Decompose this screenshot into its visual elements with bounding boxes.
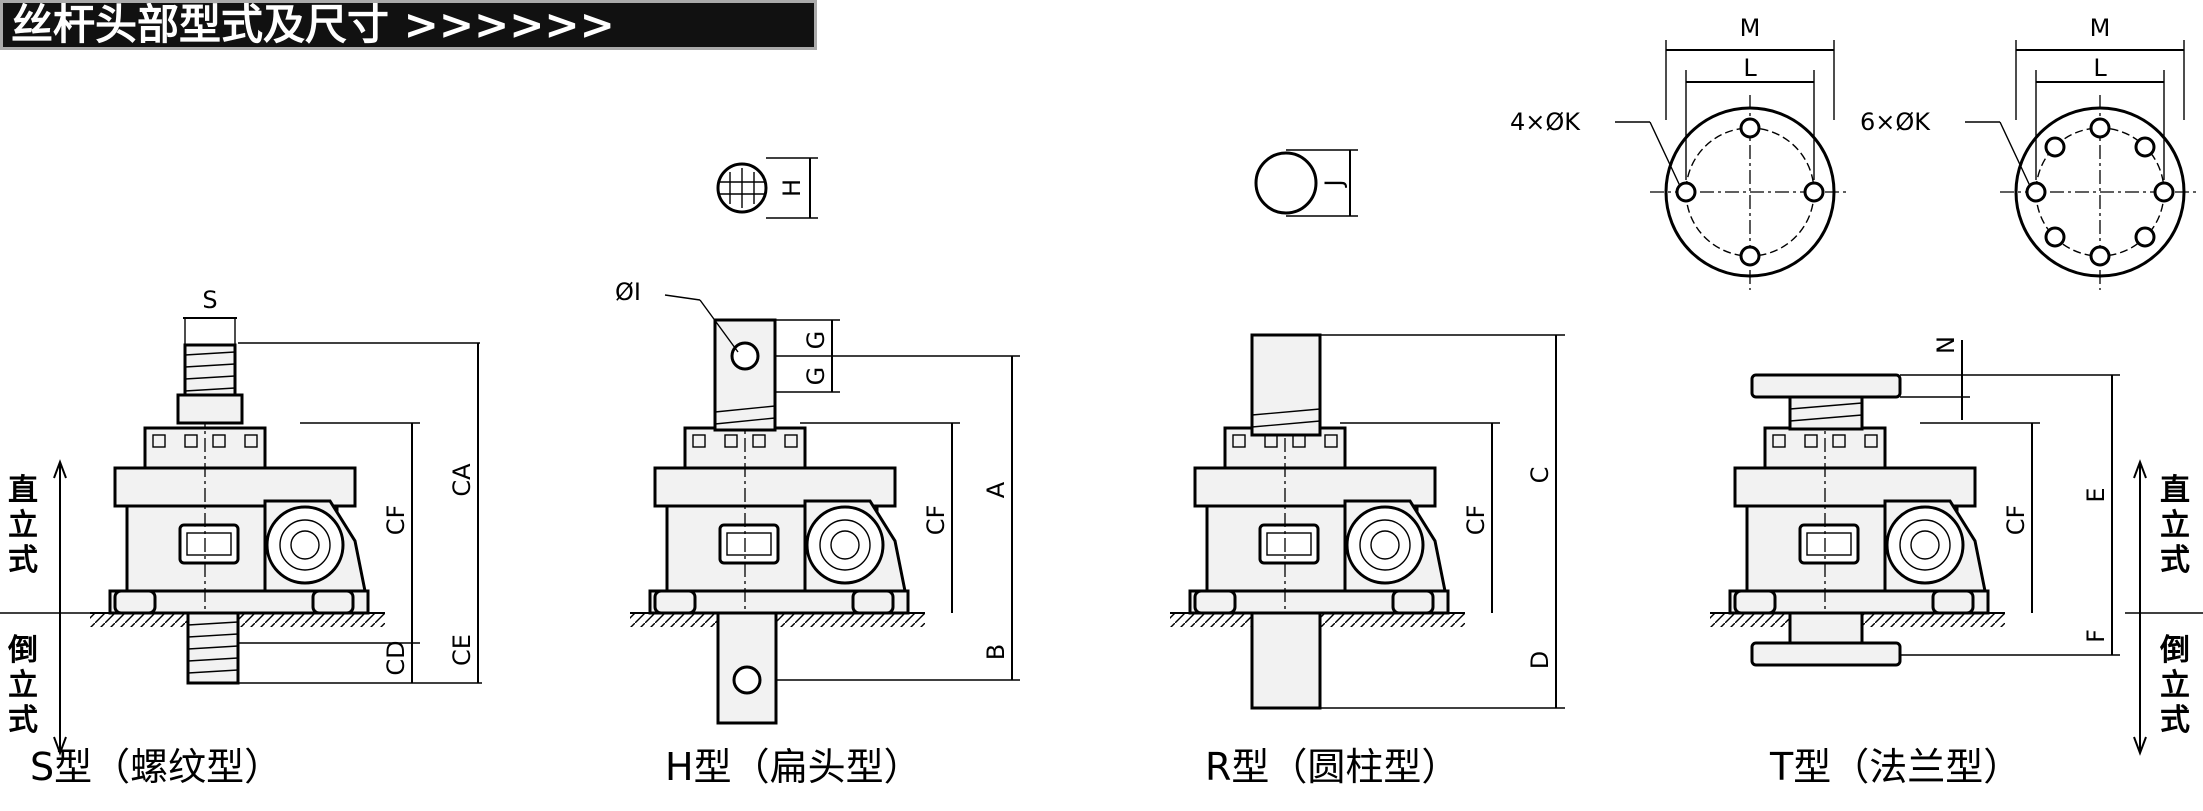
dim-label-cd: CD [382, 640, 410, 675]
left-orientation: 直 立 式 倒 立 式 [0, 459, 90, 756]
inverted-char-1: 倒 [7, 633, 38, 668]
dim-label-ca: CA [448, 463, 476, 497]
upright-char-1: 直 [8, 473, 38, 508]
h-type-figure: G G ØI CF A B H H型（扁头型） [615, 157, 1020, 789]
dim-label-s: S [202, 286, 217, 314]
right-orientation: 直 立 式 倒 立 式 [2125, 459, 2203, 756]
dim-label-m: M [1740, 14, 1761, 42]
dim-label-l: L [1743, 54, 1757, 82]
inverted-char-2: 立 [8, 668, 38, 703]
inverted-char-r3: 式 [2160, 703, 2190, 738]
dim-label-cf: CF [382, 505, 410, 536]
dim-label-j: J [1320, 179, 1348, 188]
inverted-char-r1: 倒 [2159, 633, 2190, 668]
caption-t-type: T型（法兰型） [1769, 745, 2021, 789]
section-title-banner: 丝杆头部型式及尺寸 >>>>>> [0, 0, 817, 50]
upright-char-2: 立 [8, 508, 38, 543]
section-title: 丝杆头部型式及尺寸 >>>>>> [11, 0, 615, 49]
caption-s-type: S型（螺纹型） [30, 745, 282, 789]
dim-label-cf-t: CF [2002, 505, 2030, 536]
flange-4-hole-view: M L 4×ØK [1510, 14, 1850, 290]
dim-label-m-6: M [2090, 14, 2111, 42]
dim-label-g-upper: G [802, 331, 830, 350]
dim-label-cf-h: CF [922, 505, 950, 536]
upright-char-r1: 直 [2160, 473, 2190, 508]
r-type-figure: C CF D J R型（圆柱型） [1169, 149, 1565, 789]
dim-label-ce: CE [448, 634, 476, 666]
dim-label-a: A [982, 481, 1010, 498]
dim-label-n: N [1932, 336, 1960, 354]
flange-6-hole-view: M L 6×ØK [1860, 14, 2200, 290]
caption-h-type: H型（扁头型） [665, 745, 922, 789]
inverted-char-3: 式 [8, 703, 38, 738]
dim-label-cf-r: CF [1462, 505, 1490, 536]
upright-char-r3: 式 [2160, 543, 2190, 578]
dim-label-phi-i: ØI [615, 278, 641, 306]
dim-label-c: C [1526, 467, 1554, 484]
s-type-figure: S CA CF CD CE S型（螺纹型） [30, 286, 482, 789]
dim-label-g-lower: G [802, 367, 830, 386]
dim-label-6k: 6×ØK [1860, 108, 1931, 136]
caption-r-type: R型（圆柱型） [1205, 745, 1459, 789]
dim-label-h: H [778, 179, 806, 197]
inverted-char-r2: 立 [2160, 668, 2190, 703]
t-type-figure: N CF E F T型（法兰型） [1709, 336, 2120, 789]
dim-label-l-6: L [2093, 54, 2107, 82]
upright-char-r2: 立 [2160, 508, 2190, 543]
dim-label-f: F [2082, 629, 2110, 643]
dim-label-e: E [2082, 487, 2110, 502]
dim-label-b: B [982, 644, 1010, 660]
upright-char-3: 式 [8, 543, 38, 578]
dim-label-d: D [1526, 651, 1554, 669]
dim-label-4k: 4×ØK [1510, 108, 1581, 136]
